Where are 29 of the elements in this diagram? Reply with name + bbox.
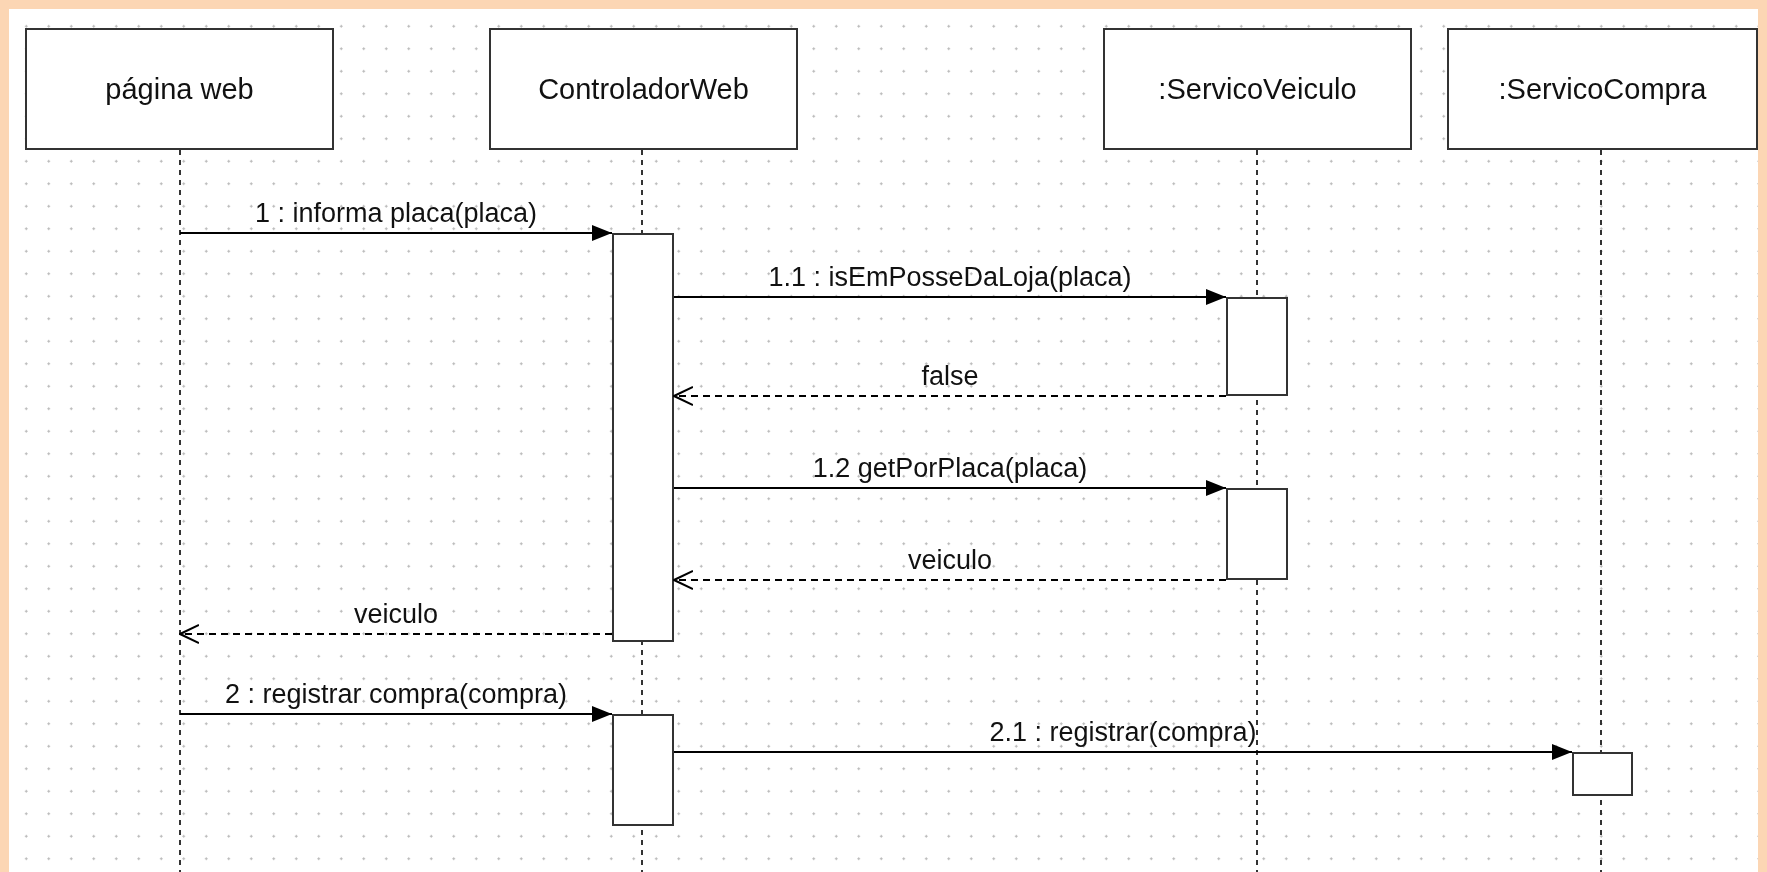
message-arrow xyxy=(179,225,613,241)
activation-bar xyxy=(612,233,674,642)
message-label: veiculo xyxy=(908,545,992,576)
return-message-arrow xyxy=(179,624,613,644)
object-name: :ServicoCompra xyxy=(1498,72,1707,106)
message-arrow xyxy=(673,289,1227,305)
object-name: página web xyxy=(105,72,254,106)
lifeline-head-box xyxy=(1103,28,1412,150)
activation-bar xyxy=(1572,752,1633,796)
message-arrow xyxy=(673,480,1227,496)
return-message-arrow xyxy=(673,386,1227,406)
message-arrow xyxy=(179,706,613,722)
message-label: 2 : registrar compra(compra) xyxy=(224,679,568,710)
message-label: 2.1 : registrar(compra) xyxy=(989,717,1257,748)
object-name: :ServicoVeiculo xyxy=(1158,72,1357,106)
lifeline-head-box xyxy=(25,28,334,150)
activation-bar xyxy=(1226,488,1288,580)
message-arrow xyxy=(673,744,1573,760)
message-label: veiculo xyxy=(354,599,438,630)
message-label: 1.1 : isEmPosseDaLoja(placa) xyxy=(768,262,1132,293)
message-label: 1 : informa placa(placa) xyxy=(254,198,538,229)
message-label: false xyxy=(921,361,979,392)
lifeline-head-box xyxy=(1447,28,1758,150)
object-name: ControladorWeb xyxy=(538,72,749,106)
message-label: 1.2 getPorPlaca(placa) xyxy=(812,453,1088,484)
lifeline-head-box xyxy=(489,28,798,150)
activation-bar xyxy=(612,714,674,826)
return-message-arrow xyxy=(673,570,1227,590)
activation-bar xyxy=(1226,297,1288,396)
